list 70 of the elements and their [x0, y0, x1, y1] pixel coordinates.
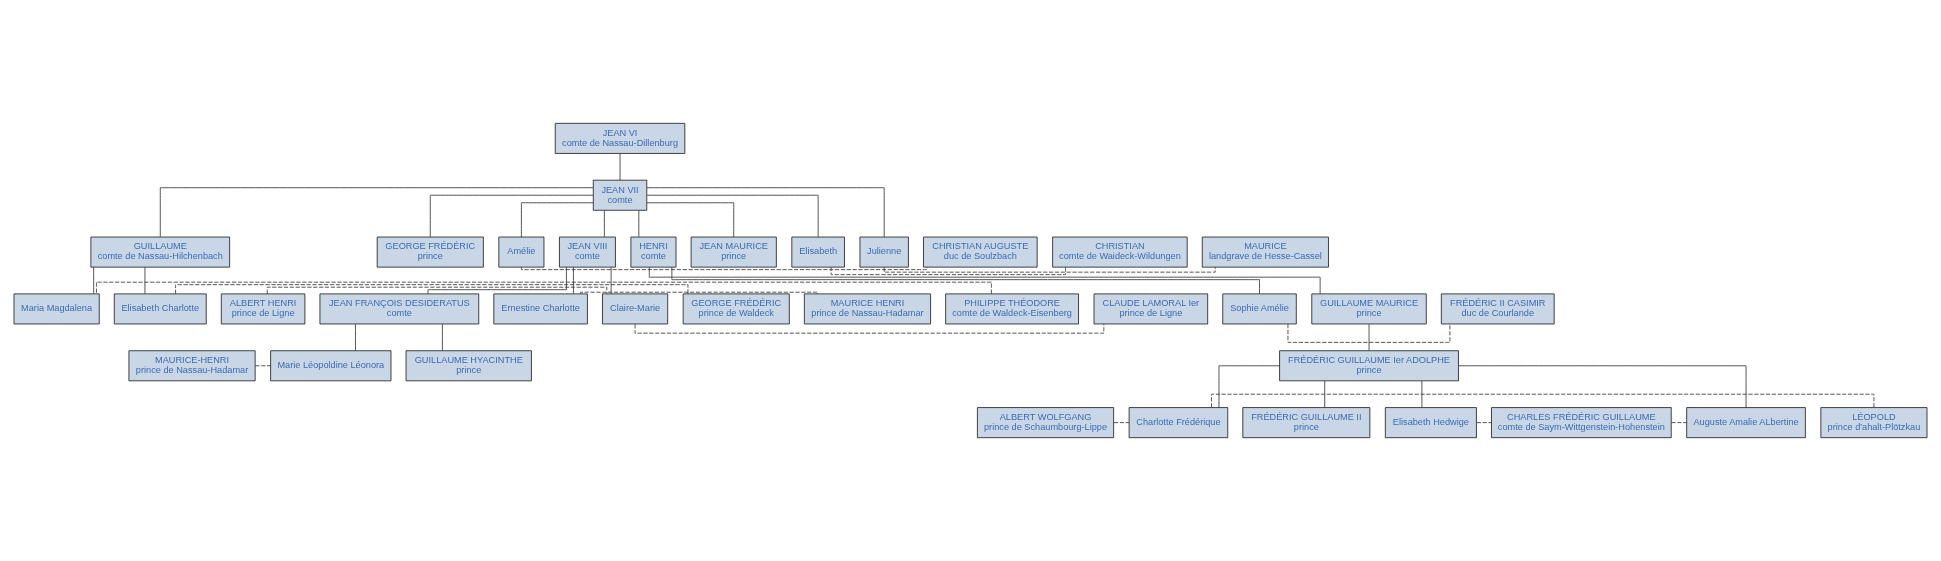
- node-box: GUILLAUME comte de Nassau-Hilchenbach: [90, 236, 231, 268]
- node-box: JEAN VIII comte: [559, 236, 616, 268]
- node-box: CHARLES FRÉDÉRIC GUILLAUME comte de Saym-Wittgenstein-Hohenstein: [1491, 407, 1672, 439]
- node-box: Elisabeth Charlotte: [113, 293, 207, 325]
- connector: [441, 323, 443, 351]
- node-box: Sophie Amélie: [1222, 293, 1297, 325]
- connector: [1218, 365, 1280, 408]
- connector: [830, 266, 1066, 276]
- connector: [646, 187, 885, 238]
- node-box: FRÉDÉRIC II CASIMIR duc de Courlande: [1440, 293, 1555, 325]
- connector: [646, 194, 819, 238]
- node-box: Ernestine Charlotte: [493, 293, 588, 325]
- connector: [266, 286, 608, 295]
- connector: [1324, 380, 1326, 408]
- node-box: Marie Léopoldine Léonora: [270, 350, 392, 382]
- node-box: Maria Magdalena: [13, 293, 100, 325]
- node-box: PHILIPPE THÉODORE comte de Waldeck-Eisenberg: [945, 293, 1079, 325]
- connector: [573, 266, 574, 295]
- connector: [175, 284, 689, 295]
- node-box: CLAUDE LAMORAL Ier prince de Ligne: [1093, 293, 1209, 325]
- connector: [646, 202, 735, 238]
- connector: [610, 266, 612, 295]
- node-box: CHRISTIAN comte de Waideck-Wildungen: [1052, 236, 1188, 268]
- connector: [520, 266, 928, 271]
- node-box: Charlotte Frédérique: [1128, 407, 1229, 439]
- connector: [520, 202, 594, 238]
- node-box: MAURICE-HENRI prince de Nassau-Hadamar: [128, 350, 256, 382]
- node-box: GUILLAUME HYACINTHE prince: [405, 350, 532, 382]
- node-box: JEAN MAURICE prince: [690, 236, 777, 268]
- connector: [1113, 422, 1130, 424]
- node-box: Claire-Marie: [602, 293, 669, 325]
- node-box: Elisabeth Hedwige: [1384, 407, 1477, 439]
- connector: [355, 323, 356, 351]
- connector: [1421, 380, 1423, 408]
- node-box: GEORGE FRÉDÉRIC prince: [376, 236, 484, 268]
- connector: [1287, 323, 1451, 343]
- node-box: FRÉDÉRIC GUILLAUME II prince: [1242, 407, 1371, 439]
- node-box: ALBERT HENRI prince de Ligne: [220, 293, 306, 325]
- node-box: JEAN VI comte de Nassau-Dillenburg: [554, 122, 686, 154]
- connector: [619, 153, 621, 181]
- node-box: MAURICE HENRI prince de Nassau-Hadamar: [803, 293, 931, 325]
- node-box: Amélie: [498, 236, 545, 268]
- node-box: GEORGE FRÉDÉRIC prince de Waldeck: [682, 293, 790, 325]
- node-box: JEAN FRANÇOIS DESIDERATUS comte: [319, 293, 480, 325]
- connector: [144, 266, 146, 295]
- connector: [580, 291, 819, 295]
- connector: [254, 365, 271, 367]
- node-box: MAURICE landgrave de Hesse-Cassel: [1201, 236, 1329, 268]
- connector: [429, 194, 594, 238]
- node-box: Elisabeth: [791, 236, 845, 268]
- connector: [883, 266, 1216, 273]
- node-box: Julienne: [859, 236, 909, 268]
- connector: [1671, 422, 1687, 424]
- node-box: FRÉDÉRIC GUILLAUME Ier ADOLPHE prince: [1279, 350, 1459, 382]
- node-box: JEAN VII comte: [592, 179, 648, 211]
- node-box: HENRI comte: [630, 236, 677, 268]
- connector: [96, 281, 992, 295]
- node-box: GUILLAUME MAURICE prince: [1311, 293, 1427, 325]
- connector: [603, 210, 605, 238]
- connector: [1458, 365, 1747, 408]
- connector: [93, 266, 95, 295]
- node-box: Auguste Amalie ALbertine: [1686, 407, 1806, 439]
- connector: [1476, 422, 1492, 424]
- connector: [427, 266, 567, 295]
- node-box: CHRISTIAN AUGUSTE duc de Soulzbach: [923, 236, 1038, 268]
- connector: [159, 187, 594, 238]
- connector: [1368, 323, 1370, 351]
- node-box: ALBERT WOLFGANG prince de Schaumbourg-Lippe: [977, 407, 1115, 439]
- node-box: LÉOPOLD prince d'ahalt-Plötzkau: [1820, 407, 1928, 439]
- connector: [638, 210, 640, 238]
